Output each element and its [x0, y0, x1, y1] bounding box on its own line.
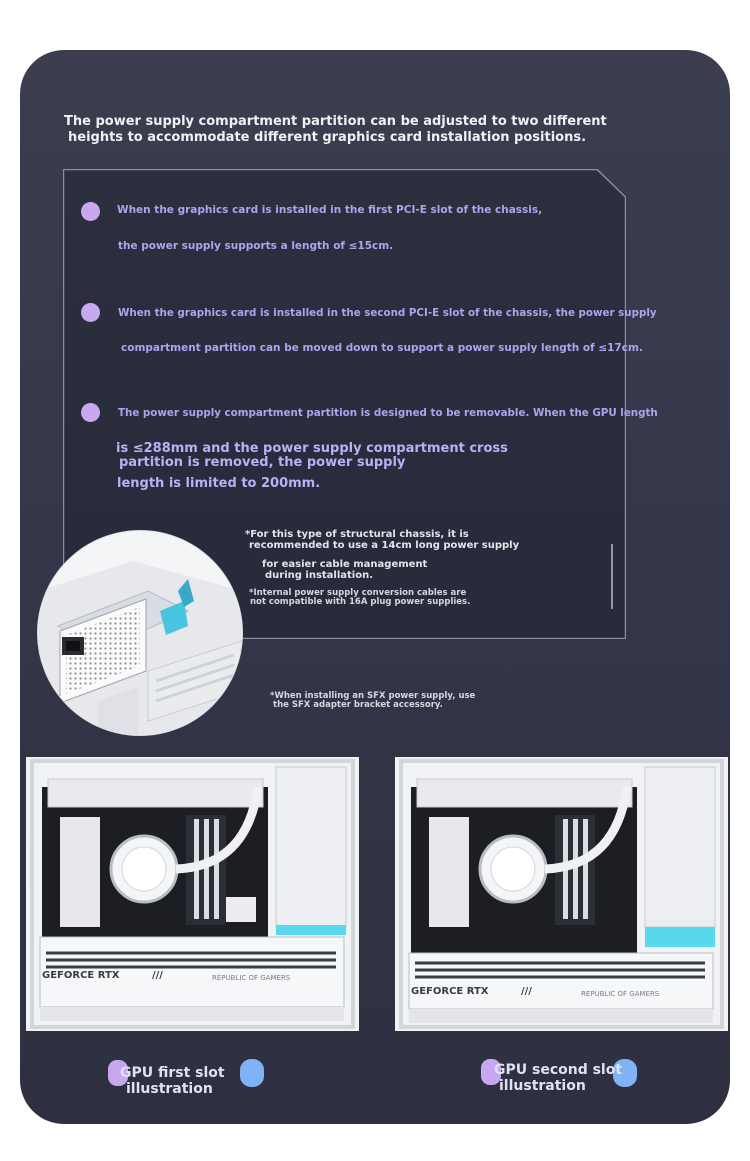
point-1-line-1: When the graphics card is installed in t…	[117, 204, 543, 216]
caption-pill-right-icon	[240, 1059, 264, 1087]
point-1-line-2: the power supply supports a length of ≤1…	[118, 240, 394, 252]
note-3a: *When installing an SFX power supply, us…	[270, 691, 476, 701]
note-3b: the SFX adapter bracket accessory.	[273, 700, 443, 710]
gpu-sub-label: REPUBLIC OF GAMERS	[212, 974, 291, 982]
point-3-line-2: is ≤288mm and the power supply compartme…	[116, 441, 508, 456]
caption-first-slot-line-2: illustration	[126, 1081, 213, 1097]
case-illustration-first-slot: GEFORCE RTX /// REPUBLIC OF GAMERS	[26, 757, 359, 1031]
bullet-icon	[81, 403, 100, 422]
caption-first-slot-line-1: GPU first slot	[120, 1065, 225, 1081]
spec-box-frame	[63, 169, 626, 639]
note-1c: for easier cable management	[262, 559, 428, 570]
bullet-icon	[81, 202, 100, 221]
note-1a: *For this type of structural chassis, it…	[245, 529, 469, 540]
psu-closeup-image	[37, 530, 243, 736]
gpu-slashes: ///	[152, 970, 163, 981]
gpu-sub-label: REPUBLIC OF GAMERS	[581, 990, 660, 998]
case-illustration-second-slot: GEFORCE RTX /// REPUBLIC OF GAMERS	[395, 757, 728, 1031]
point-3-line-1: The power supply compartment partition i…	[118, 407, 658, 419]
gpu-slashes: ///	[521, 986, 532, 997]
heading-line-2: heights to accommodate different graphic…	[68, 130, 587, 145]
section-heading: The power supply compartment partition c…	[64, 114, 664, 146]
point-3-line-4: length is limited to 200mm.	[117, 476, 321, 491]
note-2a: *Internal power supply conversion cables…	[249, 588, 467, 598]
caption-second-slot-line-1: GPU second slot	[494, 1062, 623, 1078]
point-2-line-2: compartment partition can be moved down …	[121, 342, 643, 354]
bullet-icon	[81, 303, 100, 322]
caption-pill-right-icon	[613, 1059, 637, 1087]
heading-line-1: The power supply compartment partition c…	[64, 114, 607, 129]
spec-box	[63, 169, 626, 639]
point-2-line-1: When the graphics card is installed in t…	[118, 307, 657, 319]
note-1d: during installation.	[265, 570, 374, 581]
caption-pill-left-icon	[108, 1060, 128, 1086]
note-2b: not compatible with 16A plug power suppl…	[250, 597, 471, 607]
note-1b: recommended to use a 14cm long power sup…	[249, 540, 520, 551]
caption-pill-left-icon	[481, 1059, 501, 1085]
point-3-line-3: partition is removed, the power supply	[119, 455, 406, 470]
caption-second-slot-line-2: illustration	[499, 1078, 586, 1094]
gpu-brand-label: GEFORCE RTX	[411, 986, 489, 997]
gpu-brand-label: GEFORCE RTX	[42, 970, 120, 981]
